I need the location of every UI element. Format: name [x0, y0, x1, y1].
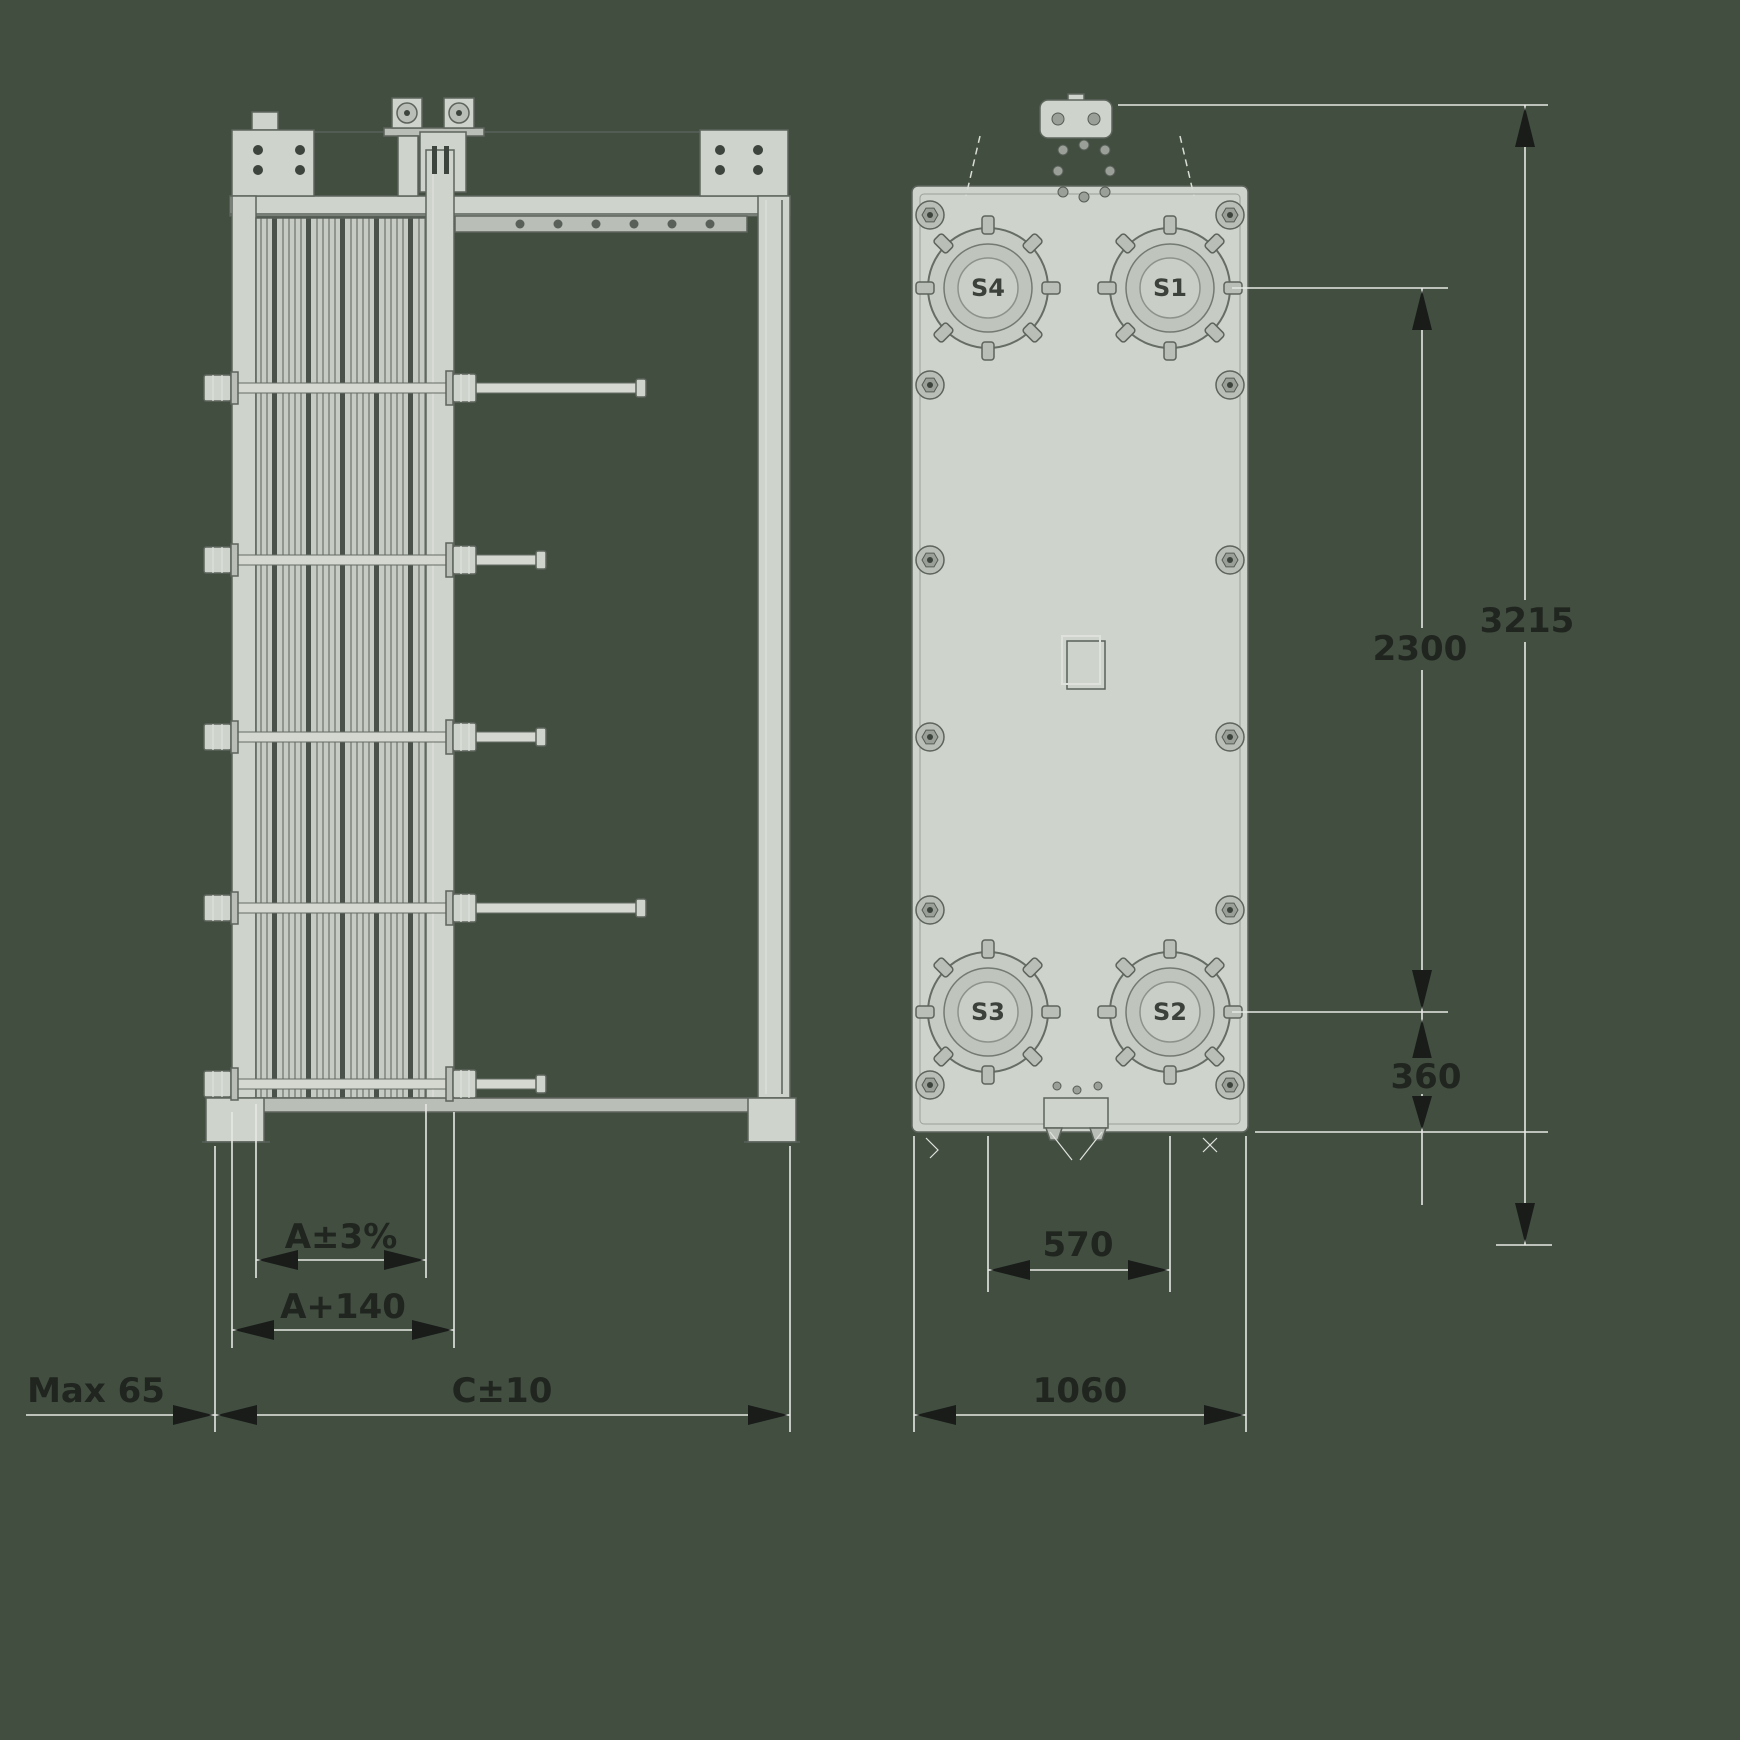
dimension-overall-height: 3215 — [1118, 104, 1575, 1246]
tie-bolt — [203, 1066, 547, 1102]
side-view — [202, 97, 800, 1143]
dim-label-a140: A+140 — [280, 1287, 406, 1327]
column-foot — [744, 1097, 800, 1143]
top-bolt-hole-cluster — [1052, 139, 1116, 203]
dimension-max-65: Max 65 — [27, 1371, 213, 1425]
dim-label-3215: 3215 — [1480, 601, 1575, 641]
port-s1: S1 — [1097, 215, 1243, 361]
dimension-overall-length: C±10 — [26, 1146, 791, 1432]
support-column — [757, 195, 791, 1099]
carrying-bar — [229, 131, 791, 233]
dimension-plate-pack-length: A±3% — [255, 1104, 427, 1278]
dimension-frame-length: A+140 — [231, 1112, 455, 1348]
bar-hole-rail — [454, 215, 748, 233]
port-s4: S4 — [915, 215, 1061, 361]
pressure-plate — [425, 146, 455, 1106]
dim-label-1060: 1060 — [1033, 1371, 1128, 1411]
tie-bolt — [203, 719, 547, 755]
front-view: S4 S1 S3 S2 — [911, 93, 1249, 1161]
port-s2: S2 — [1097, 939, 1243, 1085]
corner-mark-left — [925, 1137, 939, 1159]
dim-label-c10: C±10 — [452, 1371, 553, 1411]
bottom-bracket — [1043, 1081, 1109, 1161]
dim-label-2300: 2300 — [1373, 629, 1468, 669]
corner-mark-right — [1202, 1137, 1218, 1153]
center-opening — [1061, 635, 1106, 690]
frame-plate-bracket — [231, 111, 315, 197]
port-label-s3: S3 — [971, 998, 1005, 1026]
dim-label-a3: A±3% — [285, 1217, 398, 1257]
dimension-bottom-port-height: 360 — [1255, 1012, 1548, 1205]
dimension-port-vertical-spacing: 2300 — [1232, 287, 1468, 1013]
dimension-port-horizontal-spacing: 570 — [987, 1136, 1171, 1292]
plate-pack — [255, 217, 427, 1099]
tie-bolt — [203, 542, 547, 578]
port-label-s4: S4 — [971, 274, 1005, 302]
frame-plate-side — [231, 195, 257, 1099]
dim-label-360: 360 — [1391, 1057, 1462, 1097]
port-s3: S3 — [915, 939, 1061, 1085]
tie-bolt — [203, 370, 647, 406]
frame-foot — [202, 1097, 270, 1143]
port-label-s2: S2 — [1153, 998, 1187, 1026]
guide-bar — [253, 1097, 795, 1113]
dim-label-570: 570 — [1043, 1225, 1114, 1265]
tie-bolt — [203, 890, 647, 926]
lifting-lug — [1039, 93, 1113, 139]
port-label-s1: S1 — [1153, 274, 1187, 302]
hidden-line-left — [965, 135, 981, 197]
dimension-frame-width: 1060 — [913, 1136, 1247, 1432]
dim-label-max65: Max 65 — [27, 1371, 165, 1411]
support-column-bracket — [699, 129, 789, 197]
frame-plate-front — [911, 185, 1249, 1133]
hidden-line-right — [1179, 135, 1195, 197]
